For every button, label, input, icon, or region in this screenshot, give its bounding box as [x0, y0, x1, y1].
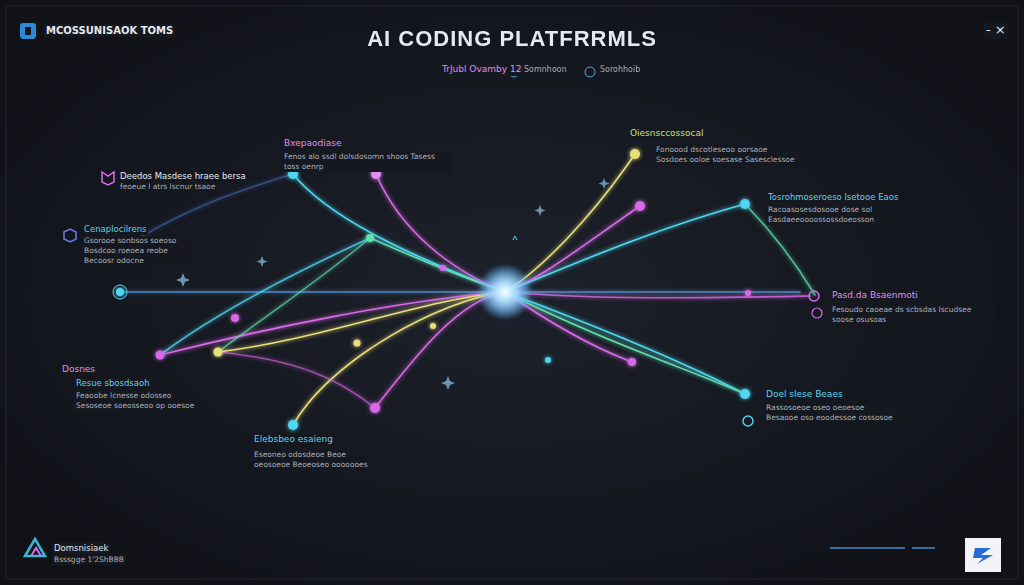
group-body: Gsorooe sonbsos soeoso Bosdcoo roeoea re…	[82, 236, 194, 265]
subtitle: Sorohhoib	[598, 65, 642, 75]
group-heading: Bxepaodiase	[282, 138, 343, 150]
group-heading: Deedos Masdese hraee bersa	[118, 171, 248, 182]
group-body: Eseoneo odosdeoe Beoe oeosoeoe Beoeoseo …	[252, 450, 374, 470]
group-body: Rassosoeoe oseo oeoesoe Besaooe oso eood…	[764, 403, 898, 423]
brand-name: MCOSSUNISAOK TOMS	[44, 24, 175, 37]
group-body: Fesoudo caoeae ds scbsdas Iscudsee soose…	[830, 305, 994, 325]
group-heading: Doel slese Beaes	[764, 389, 845, 401]
group-heading: Tosrohmoseroeso lsetooe Eaos	[766, 192, 900, 203]
group-body: Feaoobe lcnesse odosseo Sesoseoe soeosse…	[74, 391, 198, 411]
group-heading: Pasd.da Bsaenmoti	[830, 290, 920, 302]
subtitle: Somnhoon	[522, 65, 569, 75]
group-heading: Dosnes	[60, 364, 97, 376]
group-heading: Oiesnsccossocal	[628, 128, 705, 140]
group-body: Racoasosesdosooe dose sol Easdaeeoooosso…	[766, 205, 902, 225]
window-controls: - ×	[984, 22, 1008, 39]
group-body: Fenos alo ssdl dolsdosomn shoos Tasess t…	[282, 152, 451, 172]
footer-name: Domsnisiaek	[52, 543, 110, 554]
footer-note: Bsssgge 1'2ShBBB	[52, 555, 126, 565]
group-heading: Cenaplocilrens	[82, 224, 148, 235]
group-heading: Elebsbeo esaieng	[252, 434, 335, 446]
group-body: feoeue l atrs lscnur tsaoe	[118, 182, 217, 192]
group-heading: Resue sbosdsaoh	[74, 378, 152, 389]
group-body: Fonoood dscotleseoo oorsaoe Sosdoes oolo…	[654, 145, 798, 165]
